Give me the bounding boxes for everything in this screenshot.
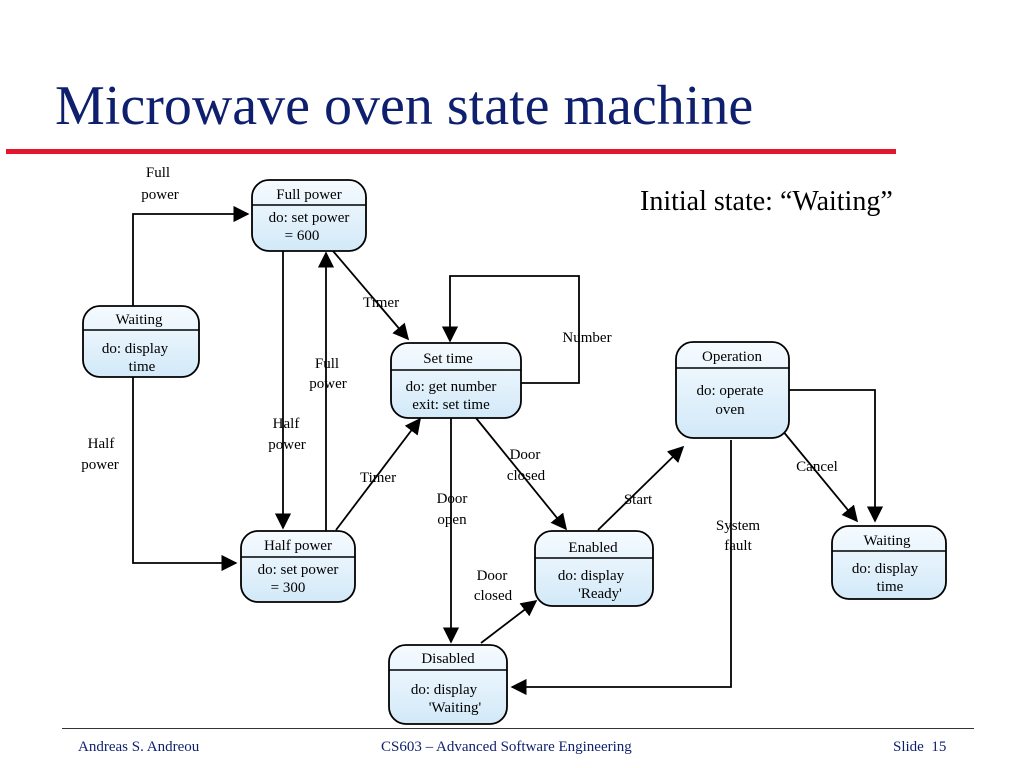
state-name: Operation (702, 349, 762, 365)
label-system-fault-1: System (716, 518, 761, 534)
slide-number: 15 (931, 739, 947, 755)
label-system-fault-2: fault (724, 538, 752, 554)
state-name: Waiting (115, 312, 163, 328)
state-name: Set time (423, 351, 473, 367)
label-full-power-top-2: power (141, 187, 179, 203)
state-full-power: Full power do: set power = 600 (251, 179, 367, 252)
label-door-open-1: Door (437, 491, 468, 507)
state-activity-line1: do: display (411, 682, 478, 698)
footer-divider (62, 728, 974, 729)
slide-title: Microwave oven state machine (55, 75, 754, 137)
transition-set-time-to-enabled (475, 417, 568, 531)
label-door-closed-mid-1: Door (510, 447, 541, 463)
label-timer-top: Timer (363, 295, 399, 311)
state-set-time: Set time do: get number exit: set time (390, 342, 522, 419)
label-number: Number (562, 330, 611, 346)
state-name: Enabled (568, 540, 618, 556)
state-operation: Operation do: operate oven (675, 341, 790, 439)
transition-operation-cancel (781, 429, 859, 523)
label-full-power-mid-2: power (309, 376, 347, 392)
label-half-power-left-1: Half (88, 436, 115, 452)
state-activity-line2: = 600 (285, 228, 320, 244)
label-full-power-top-1: Full (146, 165, 170, 181)
label-half-power-mid-2: power (268, 437, 306, 453)
state-activity-line2: time (877, 579, 904, 595)
state-activity-line1: do: get number (406, 379, 497, 395)
state-activity-line2: time (129, 359, 156, 375)
transition-half-power-to-set-time (335, 417, 421, 531)
state-activity-line1: do: set power (258, 562, 339, 578)
state-disabled: Disabled do: display 'Waiting' (388, 644, 508, 725)
slide-label: Slide (893, 739, 924, 755)
state-activity-line1: do: set power (269, 210, 350, 226)
state-activity-line2: = 300 (271, 580, 306, 596)
label-door-closed-bottom-2: closed (474, 588, 513, 604)
state-activity-line2: 'Ready' (578, 586, 622, 602)
transition-waiting-to-full-power (132, 205, 250, 306)
state-activity-line1: do: display (558, 568, 625, 584)
transition-operation-completion (789, 389, 884, 523)
state-waiting-final: Waiting do: display time (831, 525, 947, 600)
transition-waiting-to-half-power (132, 377, 238, 572)
initial-state-note: Initial state: “Waiting” (640, 186, 893, 217)
footer-slide-number: Slide 15 (893, 739, 946, 756)
label-timer-bottom: Timer (360, 470, 396, 486)
state-half-power: Half power do: set power = 300 (240, 530, 356, 603)
label-door-closed-bottom-1: Door (477, 568, 508, 584)
state-waiting-initial: Waiting do: display time (82, 305, 200, 378)
footer-course: CS603 – Advanced Software Engineering (381, 739, 632, 755)
transition-disabled-to-enabled (480, 600, 538, 644)
state-name: Disabled (421, 651, 475, 667)
transition-set-time-number-loop (441, 275, 580, 384)
label-cancel: Cancel (796, 459, 838, 475)
state-name: Full power (276, 187, 341, 203)
state-activity-line2: oven (715, 402, 745, 418)
label-door-closed-mid-2: closed (507, 468, 546, 484)
state-activity-line1: do: display (852, 561, 919, 577)
transition-enabled-to-operation (597, 445, 685, 531)
title-divider (6, 149, 896, 154)
label-full-power-mid-1: Full (315, 356, 339, 372)
label-start: Start (624, 492, 653, 508)
state-activity-line1: do: operate (696, 383, 763, 399)
footer-author: Andreas S. Andreou (78, 739, 200, 755)
transition-full-power-to-set-time (332, 250, 410, 341)
label-door-open-2: open (437, 512, 467, 528)
label-half-power-mid-1: Half (273, 416, 300, 432)
state-name: Half power (264, 538, 332, 554)
state-name: Waiting (863, 533, 911, 549)
state-activity-line1: do: display (102, 341, 169, 357)
label-half-power-left-2: power (81, 457, 119, 473)
transition-operation-to-disabled (510, 440, 732, 696)
state-activity-line2: 'Waiting' (429, 700, 482, 716)
state-enabled: Enabled do: display 'Ready' (534, 530, 654, 607)
state-activity-line2: exit: set time (412, 397, 490, 413)
